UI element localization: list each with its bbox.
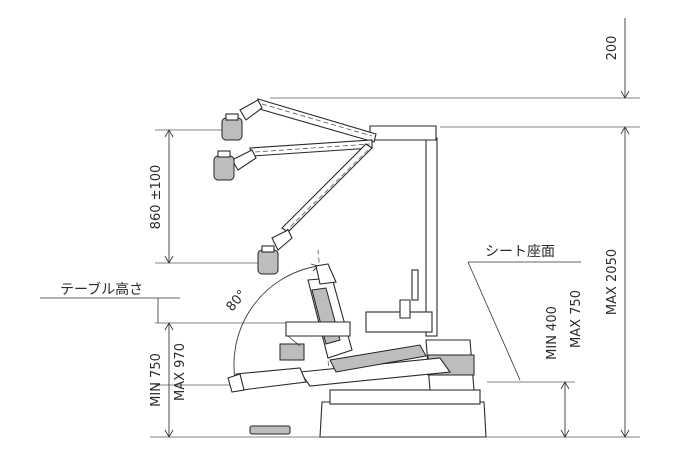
dim-max-2050-label: MAX 2050 [605,249,620,315]
dental-chair [227,263,487,438]
seat-surface-label: シート座面 [485,244,555,260]
table-height-callout: テーブル高さ [40,281,180,323]
dimension-200: 200 [605,18,630,99]
dimension-860: 860 ±100 [149,129,174,264]
dimension-max-2050: MAX 2050 [605,126,630,438]
dim-max-750-label: MAX 750 [569,290,584,348]
dimension-table-height: MIN 750 MAX 970 [149,322,188,438]
table-height-label: テーブル高さ [60,281,143,298]
light-arm-lower [281,143,373,233]
operating-light-middle [213,149,257,181]
operating-light-upper [221,99,263,141]
operating-light-lower [257,229,293,275]
dim-max-970-label: MAX 970 [173,343,188,401]
dim-min-400-label: MIN 400 [545,306,560,360]
light-pole [369,125,438,337]
dim-860-label: 860 ±100 [149,165,164,230]
dimension-seat-height: MIN 400 MAX 750 [545,290,584,438]
light-arm-upper [249,98,377,157]
angle-label: 80° [224,287,250,314]
seat-surface-callout: シート座面 [467,244,581,381]
dim-min-750-label: MIN 750 [149,353,164,407]
dim-200-label: 200 [605,36,620,61]
